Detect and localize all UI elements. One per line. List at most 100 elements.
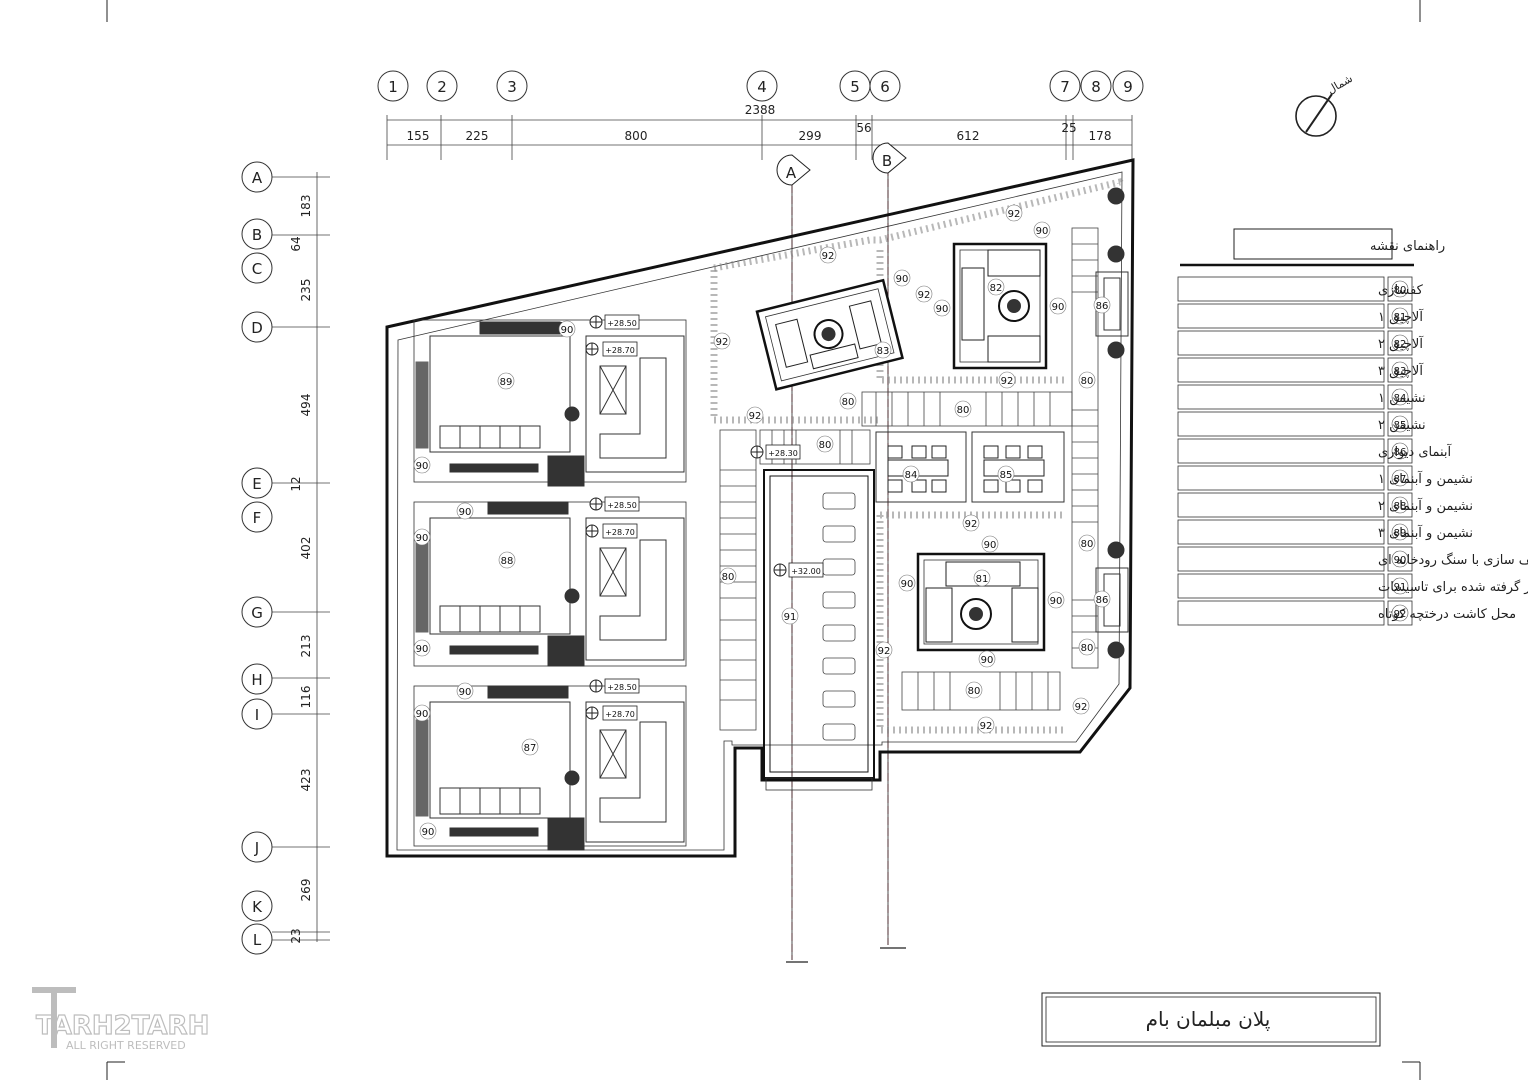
svg-text:90: 90 xyxy=(459,507,472,518)
svg-text:F: F xyxy=(253,509,262,527)
column-dim-1: 155 xyxy=(407,129,430,143)
legend-label: کفسازی xyxy=(1378,283,1424,298)
row-dim-3: 235 xyxy=(299,279,313,302)
svg-text:+28.70: +28.70 xyxy=(605,346,635,355)
drawing-title: پلان مبلمان بام xyxy=(1146,1007,1271,1032)
legend-code: 85 xyxy=(1394,420,1407,431)
svg-text:80: 80 xyxy=(957,405,970,416)
tag-92: 92 xyxy=(819,246,837,264)
svg-text:92: 92 xyxy=(822,251,835,262)
level-marker: +32.00 xyxy=(773,562,824,578)
svg-text:4: 4 xyxy=(757,78,767,96)
legend-label: آلاچیق ۳ xyxy=(1378,362,1424,379)
svg-text:5: 5 xyxy=(850,78,860,96)
svg-text:90: 90 xyxy=(416,644,429,655)
tag-90: 90 xyxy=(413,704,431,722)
svg-text:90: 90 xyxy=(561,325,574,336)
tag-90: 90 xyxy=(933,299,951,317)
tag-90: 90 xyxy=(413,456,431,474)
svg-text:86: 86 xyxy=(1096,595,1109,606)
gazebo-82 xyxy=(952,242,1048,370)
legend-label: نشیمن و آبنمای ۲ xyxy=(1378,497,1473,514)
legend-label: نشیمن ۱ xyxy=(1378,391,1426,406)
legend-label: محل کاشت درختچه کوتاه xyxy=(1378,607,1516,622)
tag-83: 83 xyxy=(874,341,892,359)
svg-text:ALL RIGHT RESERVED: ALL RIGHT RESERVED xyxy=(66,1039,186,1052)
legend-code: 91 xyxy=(1394,582,1407,593)
tag-81: 81 xyxy=(973,569,991,587)
legend-title: راهنمای نقشه xyxy=(1370,239,1445,254)
legend-label: نشیمن ۲ xyxy=(1378,418,1426,433)
legend-label: نشیمن و آبنمای ۳ xyxy=(1378,524,1473,541)
row-dim-11: 23 xyxy=(289,928,303,943)
column-dim-7: 25 xyxy=(1061,121,1076,135)
tag-86: 86 xyxy=(1093,590,1111,608)
svg-text:+28.50: +28.50 xyxy=(607,319,637,328)
tag-80: 80 xyxy=(816,435,834,453)
watermark-logo: TARH2TARH ALL RIGHT RESERVED xyxy=(32,987,210,1052)
column-bubble-8: 8 xyxy=(1080,70,1112,102)
tag-92: 92 xyxy=(1072,697,1090,715)
column-bubble-5: 5 xyxy=(839,70,871,102)
svg-text:1: 1 xyxy=(388,78,398,96)
row-dim-1: 183 xyxy=(299,195,313,218)
svg-text:+28.70: +28.70 xyxy=(605,710,635,719)
north-label: شمال xyxy=(1325,72,1355,97)
row-bubble-E: E xyxy=(241,467,273,499)
svg-text:82: 82 xyxy=(990,283,1003,294)
tag-92: 92 xyxy=(746,406,764,424)
gazebo-83 xyxy=(755,278,904,391)
legend-code: 80 xyxy=(1394,285,1407,296)
row-bubble-B: B xyxy=(241,218,273,250)
tag-92: 92 xyxy=(977,716,995,734)
row-bubble-K: K xyxy=(241,890,273,922)
svg-text:83: 83 xyxy=(877,346,890,357)
tag-90: 90 xyxy=(981,535,999,553)
level-marker: +28.50 xyxy=(589,496,640,512)
svg-text:2: 2 xyxy=(437,78,447,96)
tag-80: 80 xyxy=(839,392,857,410)
row-dim-6: 402 xyxy=(299,537,313,560)
svg-text:92: 92 xyxy=(1008,209,1021,220)
tag-90: 90 xyxy=(456,682,474,700)
svg-text:84: 84 xyxy=(905,470,918,481)
svg-text:D: D xyxy=(251,319,263,337)
tag-92: 92 xyxy=(998,371,1016,389)
tag-89: 89 xyxy=(497,372,515,390)
column-bubble-9: 9 xyxy=(1112,70,1144,102)
legend-code: 81 xyxy=(1394,312,1407,323)
row-bubble-L: L xyxy=(241,923,273,955)
svg-text:+28.30: +28.30 xyxy=(768,449,798,458)
tag-80: 80 xyxy=(1078,638,1096,656)
row-bubble-J: J xyxy=(241,831,273,863)
column-bubble-4: 4 xyxy=(746,70,778,102)
svg-text:+28.50: +28.50 xyxy=(607,501,637,510)
tag-90: 90 xyxy=(1047,591,1065,609)
legend-code: 86 xyxy=(1394,447,1407,458)
tag-90: 90 xyxy=(893,269,911,287)
seating-85 xyxy=(971,431,1065,503)
svg-text:80: 80 xyxy=(722,572,735,583)
row-grid: A B C D E F G H I J K L 183 64 235 494 1… xyxy=(241,161,330,955)
seating-fountain-89 xyxy=(413,319,687,487)
legend-label: آلاچیق ۱ xyxy=(1378,308,1424,325)
tag-90: 90 xyxy=(1033,221,1051,239)
north-arrow: شمال xyxy=(1295,72,1355,137)
column-grid: 1 2 3 4 5 6 7 8 9 2388 155 225 800 299 5… xyxy=(377,70,1144,160)
svg-text:L: L xyxy=(253,931,262,949)
svg-text:92: 92 xyxy=(1075,702,1088,713)
column-bubble-6: 6 xyxy=(869,70,901,102)
svg-text:90: 90 xyxy=(1050,596,1063,607)
column-dim-2: 225 xyxy=(466,129,489,143)
tag-90: 90 xyxy=(1049,297,1067,315)
legend-label: کف سازی با سنگ رودخانه ای xyxy=(1378,552,1528,568)
legend-label: محل در نظر گرفته شده برای تاسیسات xyxy=(1378,579,1528,595)
column-dim-5: 56 xyxy=(856,121,871,135)
section-bubble-B: B xyxy=(872,142,907,174)
